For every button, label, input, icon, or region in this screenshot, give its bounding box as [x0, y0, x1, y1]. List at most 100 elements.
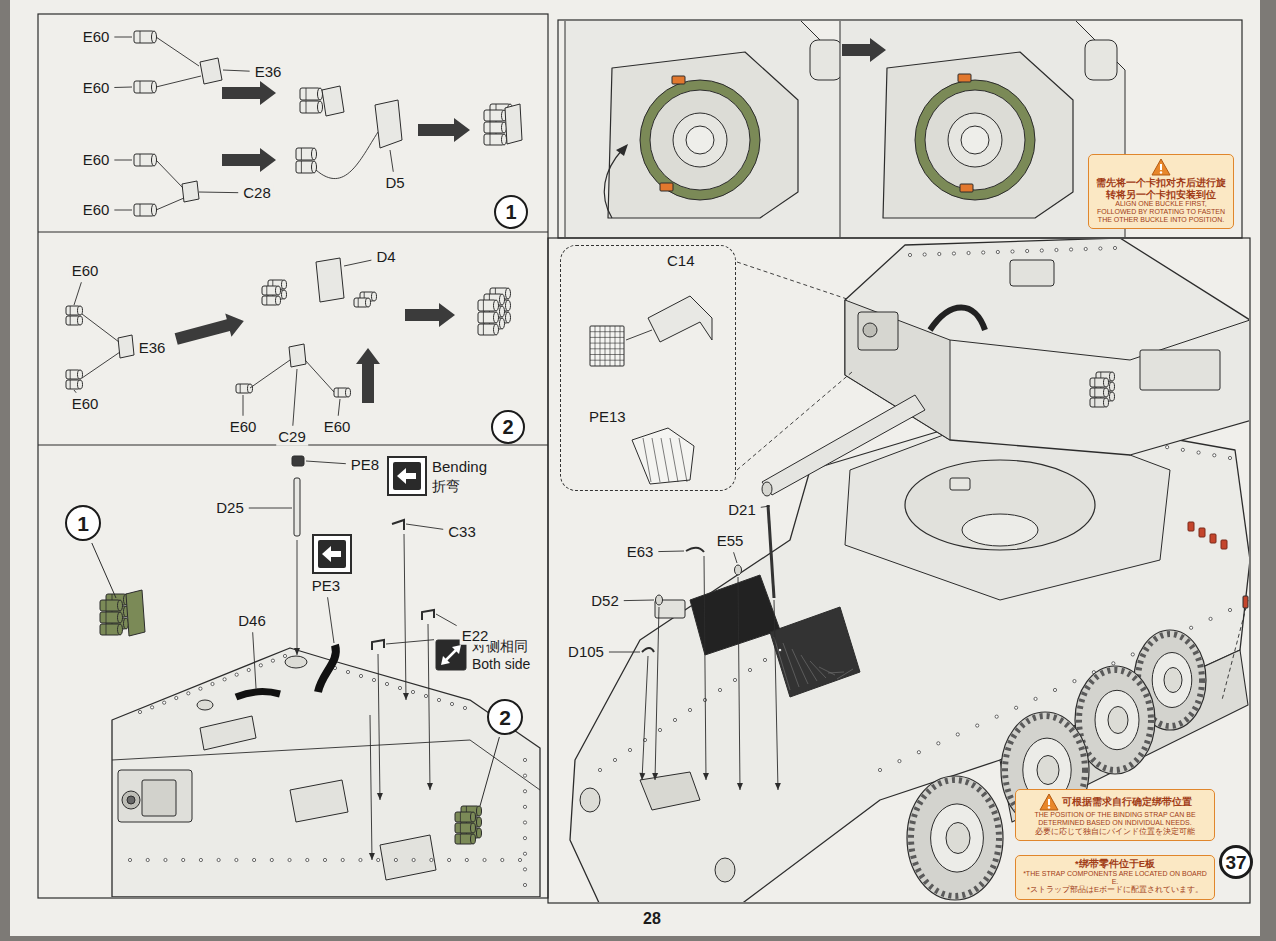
insertion-line	[428, 624, 430, 790]
rivet	[138, 710, 141, 713]
canister-end	[500, 294, 505, 305]
canister-band	[460, 823, 461, 833]
step-number: 1	[494, 195, 528, 229]
grille-slat	[783, 643, 799, 687]
part-link	[305, 360, 334, 392]
arrowhead	[377, 793, 383, 800]
rivet	[199, 858, 202, 861]
rivet	[1181, 448, 1184, 451]
rivet	[1034, 697, 1037, 700]
handle-part	[392, 520, 404, 530]
rivet	[523, 883, 526, 886]
canister-end	[152, 31, 157, 43]
canister-end	[1110, 382, 1115, 391]
strap-part	[1199, 528, 1205, 537]
rivet	[359, 858, 362, 861]
hatch-boss	[686, 126, 714, 154]
rivet	[937, 742, 940, 745]
rivet	[1228, 456, 1231, 459]
rivet	[372, 678, 375, 681]
rivet	[1166, 446, 1169, 449]
rivet	[995, 715, 998, 718]
canister-end	[477, 806, 482, 816]
note-text: 折弯	[432, 478, 487, 494]
sensor-lens	[122, 791, 140, 809]
arrowhead	[616, 144, 628, 156]
canister-band	[70, 380, 71, 389]
rivet	[613, 758, 616, 761]
part-link	[82, 314, 119, 342]
sensor-lens	[127, 796, 135, 804]
rivet	[288, 858, 291, 861]
canister-end	[1104, 398, 1109, 407]
headlight	[715, 858, 735, 882]
assembly-arrow	[222, 148, 276, 172]
part-number: E36	[253, 64, 284, 81]
leader-line	[249, 508, 292, 509]
canister-band	[483, 312, 484, 323]
hull-top	[570, 410, 1249, 902]
hub-cap	[1037, 756, 1059, 785]
canister-end	[78, 306, 83, 315]
part-number: E60	[81, 29, 112, 46]
paper	[10, 0, 1260, 936]
hatch-ring	[640, 80, 760, 200]
leader-line	[658, 551, 684, 553]
rocket-canister	[478, 312, 499, 323]
canister-band	[240, 384, 241, 393]
rivet	[1213, 454, 1216, 457]
insertion-line	[655, 607, 659, 780]
rivet	[763, 658, 766, 661]
rivet	[359, 674, 362, 677]
rivet	[217, 858, 220, 861]
callout-number: 1	[65, 505, 101, 541]
leader-line	[74, 282, 81, 305]
hatch-plate	[290, 780, 348, 822]
step-number-text: 37	[1225, 853, 1246, 872]
rivet	[430, 858, 433, 861]
hatch-boss	[673, 113, 727, 167]
part-number: E55	[715, 533, 746, 550]
canister-band	[70, 370, 71, 379]
step-number-text: 1	[77, 513, 89, 534]
assembly-arrow	[418, 118, 470, 142]
turret-hull	[112, 648, 540, 897]
part-number: D105	[566, 644, 606, 661]
canister-end	[502, 134, 507, 145]
rivet	[1055, 248, 1058, 251]
part-number: C33	[446, 524, 478, 541]
part-number: PE3	[310, 578, 342, 595]
canister-end	[1104, 378, 1109, 387]
triangle	[1152, 159, 1170, 175]
mesh-line	[590, 348, 624, 349]
canister-end	[366, 298, 371, 307]
sensor-lens	[863, 323, 877, 337]
rivet	[898, 760, 901, 763]
muzzle	[762, 482, 772, 496]
rivet	[917, 751, 920, 754]
rocket-canister	[66, 370, 83, 379]
hull-deck	[565, 21, 850, 237]
rivet	[501, 858, 504, 861]
headlight	[580, 788, 600, 812]
mesh-line	[590, 331, 624, 332]
mesh-line	[652, 438, 660, 482]
canister-band	[106, 600, 107, 611]
icon-arrow	[397, 468, 416, 484]
canister-band	[140, 81, 141, 93]
cable	[930, 308, 985, 331]
rivet	[688, 708, 691, 711]
hub-cap	[1164, 668, 1182, 693]
mesh-line	[590, 343, 624, 344]
step-number-text: 2	[499, 707, 511, 728]
rivet	[437, 698, 440, 701]
illustration	[66, 0, 1252, 905]
note-text: PE13	[587, 408, 628, 425]
warning-triangle	[1039, 793, 1059, 811]
rivet	[377, 858, 380, 861]
leader-line	[390, 150, 393, 172]
rivet	[283, 654, 286, 657]
icon-arrow	[322, 546, 341, 562]
note-text: ALIGN ONE BUCKLE FIRST, FOLLOWED BY ROTA…	[1095, 200, 1227, 224]
